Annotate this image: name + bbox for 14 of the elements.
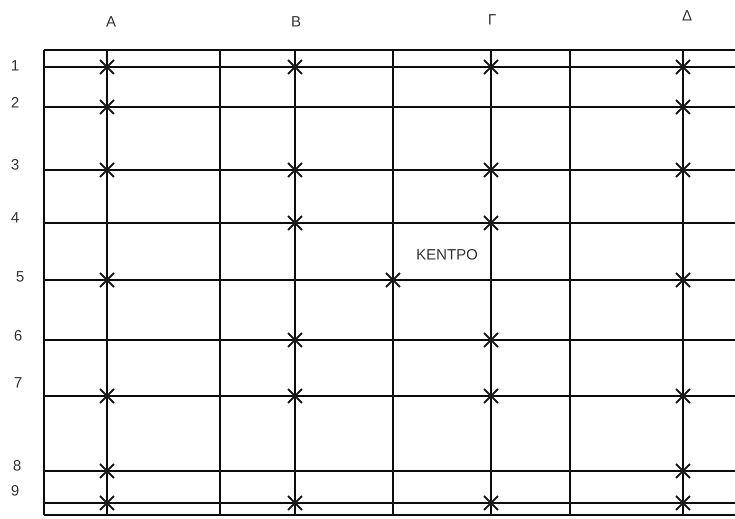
- row-number: 4: [10, 210, 20, 226]
- column-letter: Γ: [488, 12, 496, 28]
- row-number: 7: [14, 376, 22, 390]
- row-number: 8: [12, 458, 22, 474]
- row-number: 9: [10, 484, 20, 498]
- row-number: 1: [10, 58, 20, 74]
- column-letter: Δ: [682, 8, 692, 24]
- row-number: 6: [14, 328, 22, 344]
- row-number: 3: [10, 158, 20, 172]
- row-number: 2: [10, 96, 20, 110]
- row-number: 5: [16, 270, 24, 284]
- column-letter: Β: [291, 14, 301, 30]
- column-letter: Α: [106, 14, 116, 30]
- point-label: ΚΕΝΤΡΟ: [416, 248, 478, 262]
